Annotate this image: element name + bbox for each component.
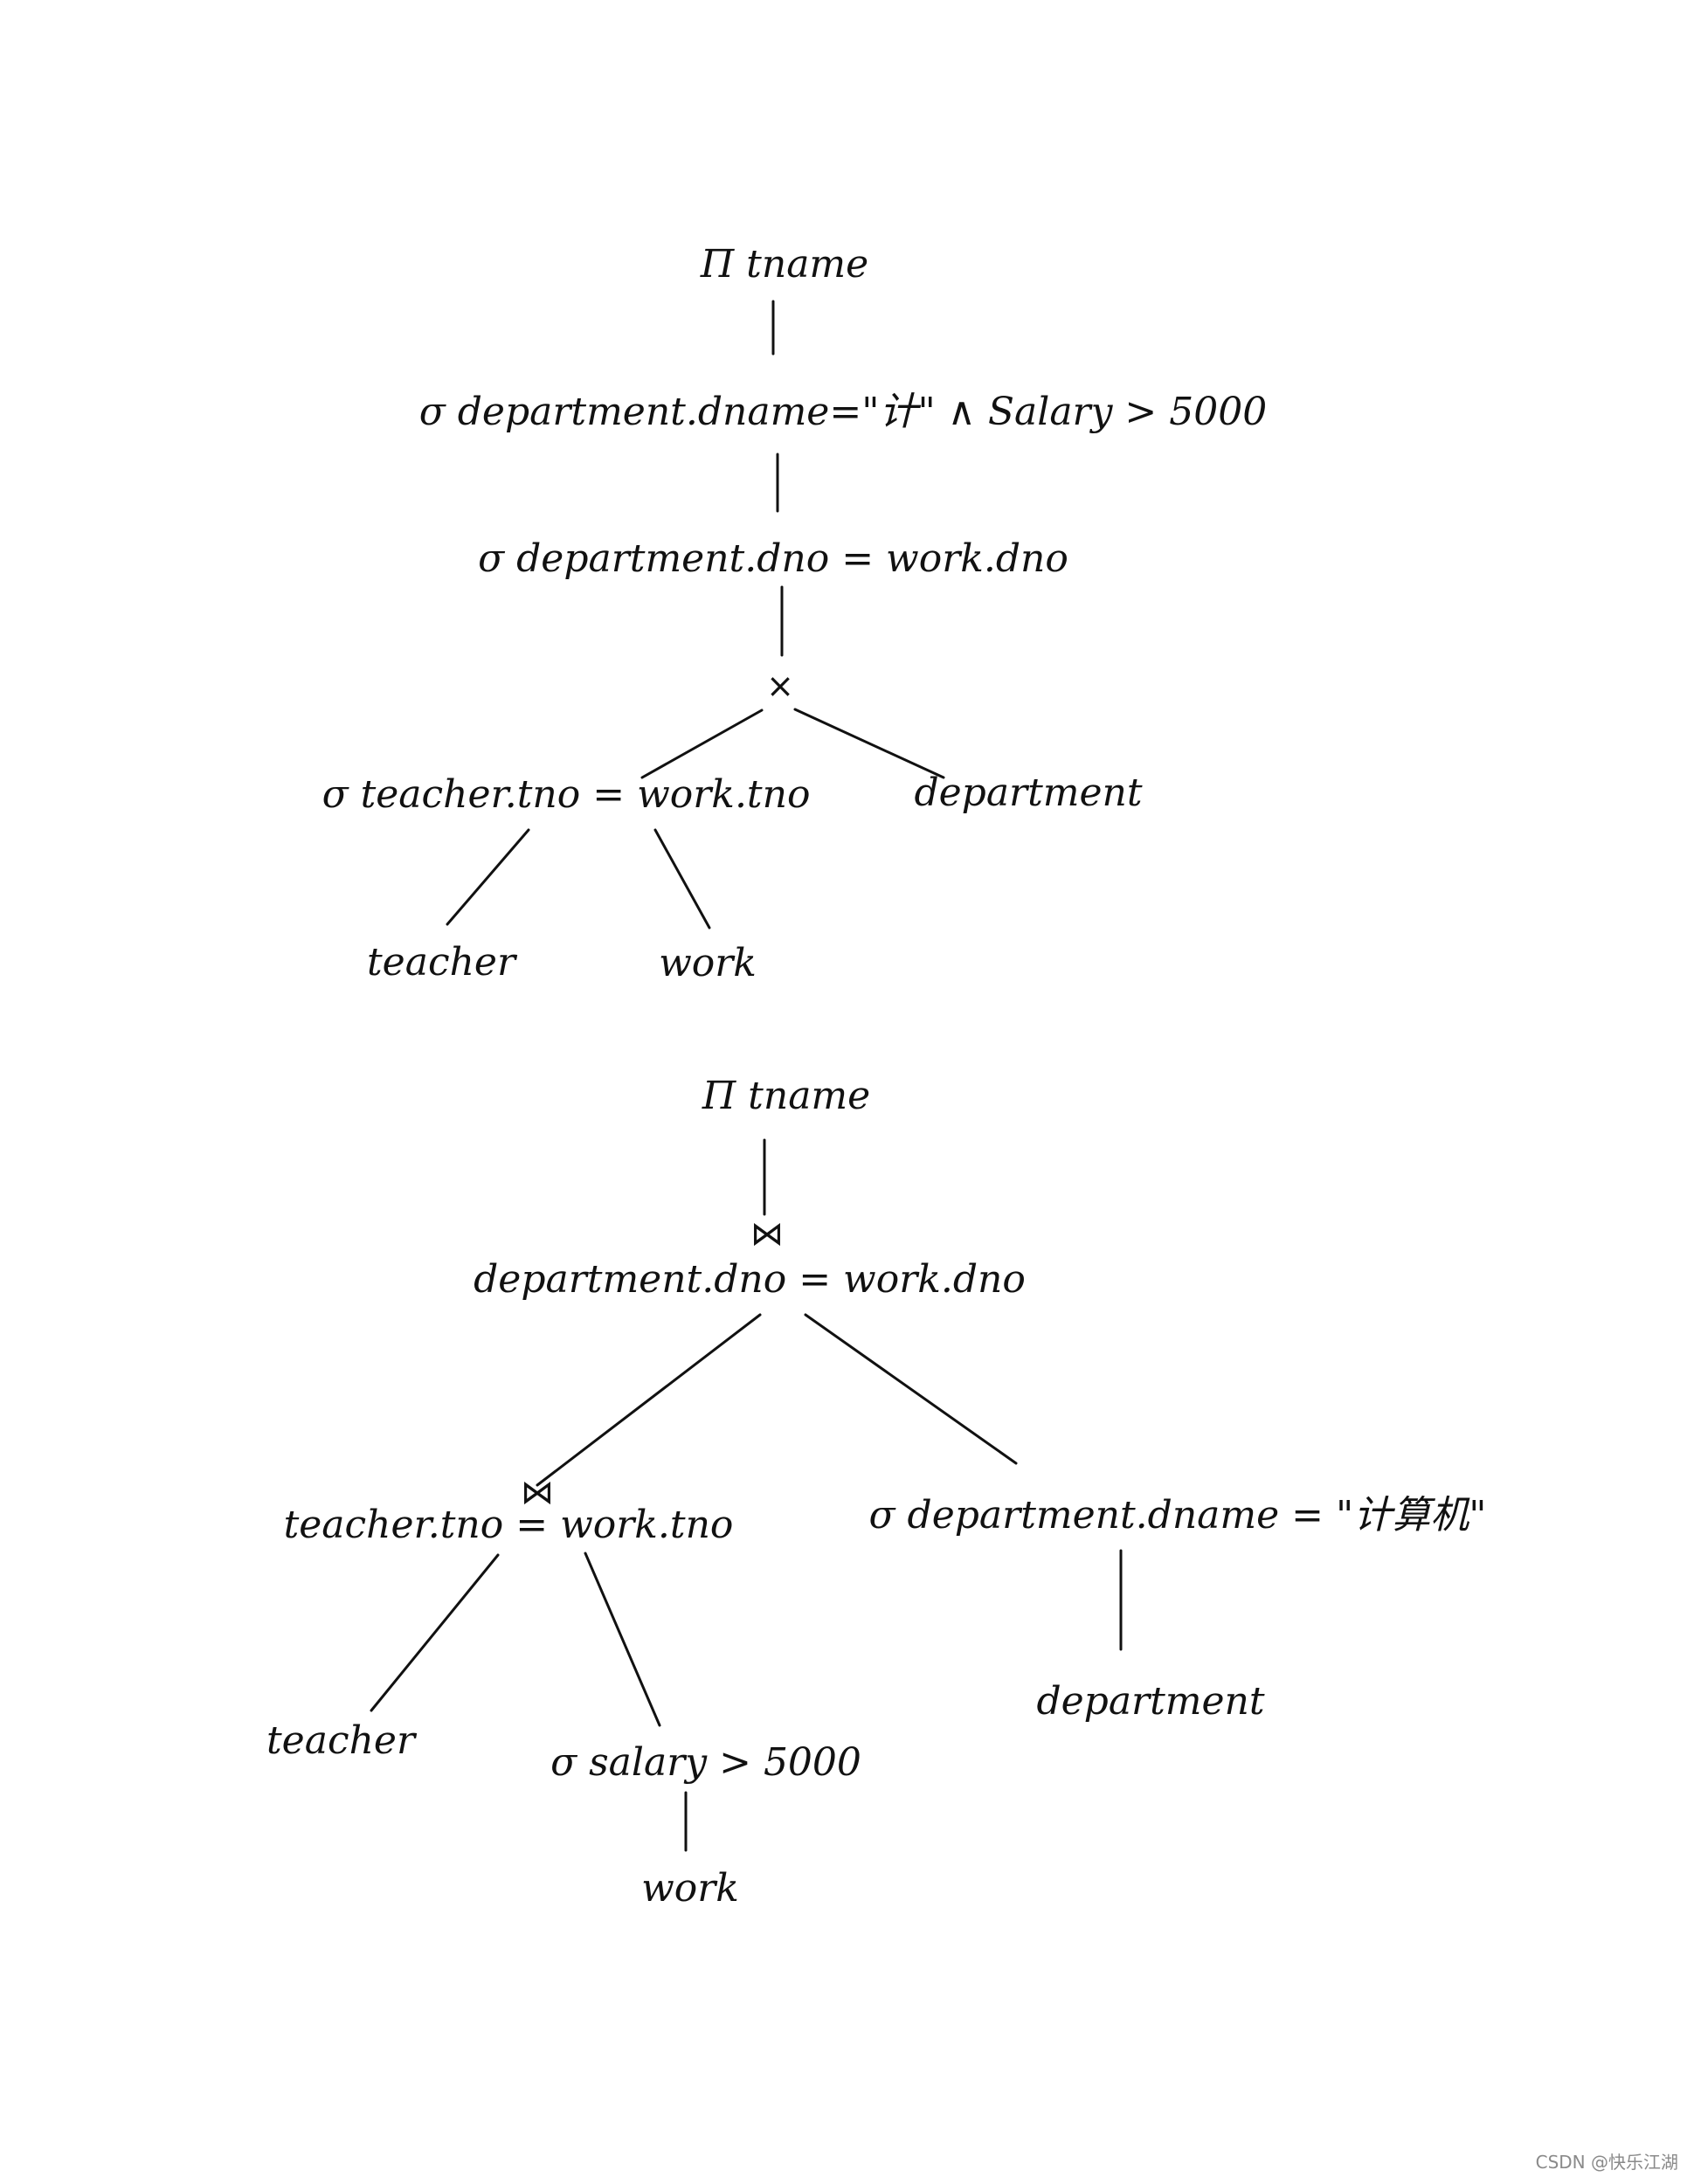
t1-edge-selecttno-teacher — [446, 828, 530, 926]
t2-join-tno-node: teacher.tno = work.tno — [283, 1503, 734, 1547]
t2-edge-leftjoin-selectsalary — [584, 1552, 661, 1727]
t2-edge-join-selectdname — [804, 1313, 1018, 1465]
t2-work-leaf: work — [641, 1866, 739, 1911]
t2-project-node: Π tname — [702, 1074, 871, 1118]
t2-join-symbol-top: ⋈ — [750, 1214, 784, 1253]
t2-department-leaf: department — [1036, 1679, 1265, 1724]
t2-join-dno-node: department.dno = work.dno — [474, 1257, 1026, 1302]
t2-teacher-leaf: teacher — [266, 1718, 416, 1763]
t2-select-salary-node: σ salary > 5000 — [550, 1740, 861, 1785]
t1-edge-selecttno-work — [653, 828, 711, 930]
t2-edge-leftjoin-teacher — [370, 1553, 500, 1712]
t1-edge-cross-selecttno — [640, 708, 764, 779]
t1-department-leaf: department — [914, 771, 1143, 815]
t1-select-dname-salary-node: σ department.dname="计" ∧ Salary > 5000 — [418, 390, 1268, 434]
t1-teacher-leaf: teacher — [366, 940, 516, 985]
t2-edge-join-leftjoin — [536, 1313, 762, 1487]
t2-select-dname-node: σ department.dname = "计算机" — [868, 1493, 1487, 1538]
t1-select-dno-node: σ department.dno = work.dno — [478, 536, 1068, 581]
t1-project-node: Π tname — [700, 242, 869, 287]
t2-join-symbol-left: ⋈ — [521, 1473, 554, 1511]
t1-edge-cross-department — [793, 708, 945, 779]
t1-select-tno-node: σ teacher.tno = work.tno — [321, 772, 811, 817]
watermark: CSDN @快乐江湖 — [1535, 2152, 1678, 2173]
t1-cross-product-symbol: × — [766, 667, 794, 705]
t1-work-leaf: work — [659, 941, 757, 985]
